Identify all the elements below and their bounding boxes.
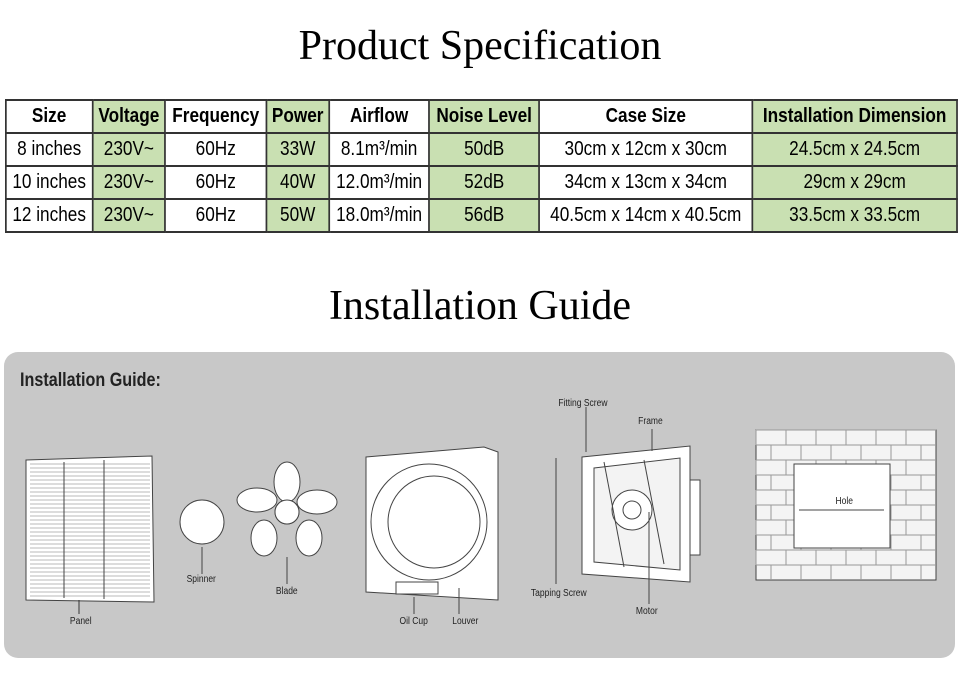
panel-illustration [25,455,155,614]
louver-illustration [365,446,499,614]
table-cell: 230V~ [91,165,167,200]
table-cell: 230V~ [91,132,167,167]
label-spinner: Spinner [186,574,216,585]
guide-heading: Installation Guide: [20,370,161,391]
spinner-illustration [179,499,225,574]
header-cell: Case Size [538,99,754,134]
table-cell: 230V~ [91,198,167,233]
table-cell: 12 inches [5,198,94,233]
table-cell: 52dB [428,165,541,200]
table-header: Size Voltage Frequency Power Airflow Noi… [5,99,958,134]
guide-title: Installation Guide [328,283,632,329]
table-cell: 12.0m³/min [328,165,430,200]
installation-guide-panel: Installation Guide: Panel Spinner Blade … [4,352,955,658]
label-frame: Frame [638,416,663,427]
spec-title: Product Specification [298,23,662,69]
header-cell: Frequency [164,99,268,134]
frame-illustration [555,407,701,604]
header-cell: Installation Dimension [751,99,958,134]
table-cell: 33.5cm x 33.5cm [751,198,958,233]
label-hole: Hole [835,496,854,507]
table-cell: 60Hz [164,165,268,200]
table-cell: 29cm x 29cm [751,165,958,200]
table-cell: 30cm x 12cm x 30cm [538,132,754,167]
label-panel: Panel [69,616,92,627]
table-cell: 50W [265,198,331,233]
table-cell: 34cm x 13cm x 34cm [538,165,754,200]
table-cell: 50dB [428,132,541,167]
table-cell: 60Hz [164,198,268,233]
table-cell: 10 inches [5,165,94,200]
table-cell: 40W [265,165,331,200]
header-cell: Noise Level [428,99,541,134]
wall-illustration [755,429,937,581]
table-cell: 8 inches [5,132,94,167]
header-cell: Voltage [91,99,167,134]
label-tapping-screw: Tapping Screw [530,588,587,599]
table-cell: 40.5cm x 14cm x 40.5cm [538,198,754,233]
label-fitting-screw: Fitting Screw [558,398,608,409]
label-louver: Louver [452,616,479,627]
table-cell: 18.0m³/min [328,198,430,233]
table-cell: 24.5cm x 24.5cm [751,132,958,167]
blade-illustration [236,461,338,584]
header-cell: Airflow [328,99,430,134]
table-cell: 56dB [428,198,541,233]
table-cell: 8.1m³/min [328,132,430,167]
label-blade: Blade [275,586,298,597]
label-motor: Motor [635,606,658,617]
installation-illustrations [25,407,937,614]
spec-table: Size Voltage Frequency Power Airflow Noi… [5,99,958,233]
header-cell: Power [265,99,331,134]
table-cell: 60Hz [164,132,268,167]
header-cell: Size [5,99,94,134]
table-cell: 33W [265,132,331,167]
label-oil-cup: Oil Cup [399,616,428,627]
